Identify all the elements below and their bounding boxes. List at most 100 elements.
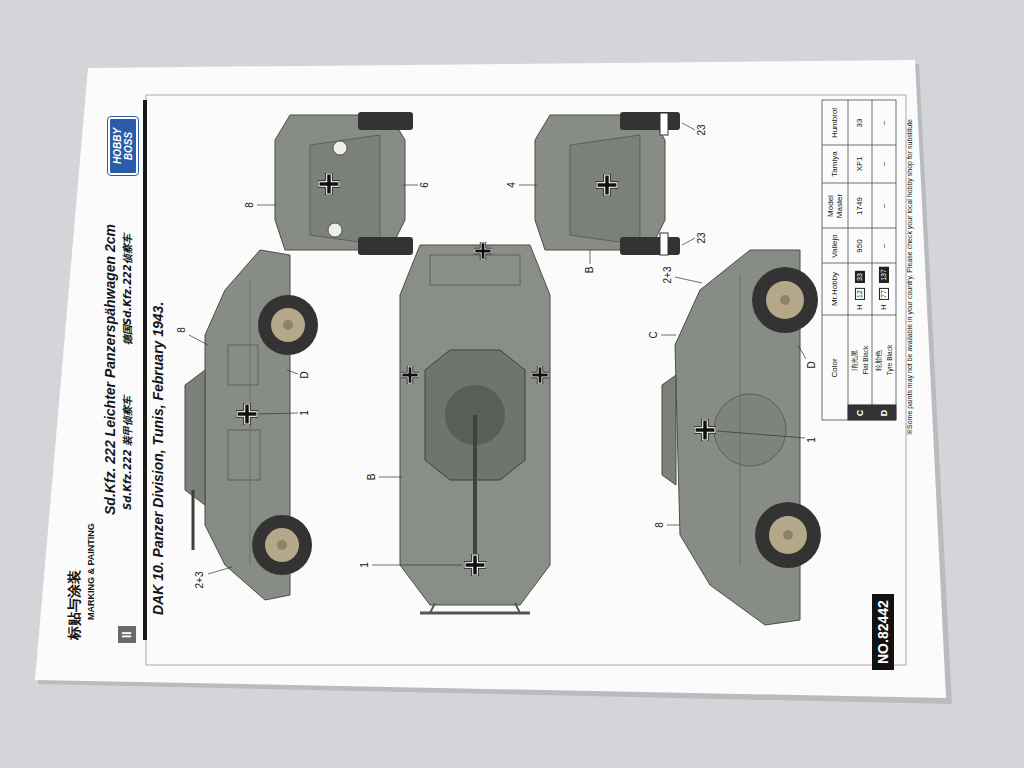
callout-number: 8 bbox=[244, 202, 256, 208]
subtitle: Sd.Kfz.222 装甲侦察车 bbox=[122, 396, 134, 510]
leader-line bbox=[519, 185, 537, 186]
table-header: Color bbox=[830, 358, 839, 377]
leader-line bbox=[208, 567, 232, 574]
end-view-front bbox=[358, 237, 413, 255]
end-view-rear bbox=[620, 112, 680, 130]
table-cell: 轮胎色 bbox=[875, 350, 883, 371]
table-cell: 137 bbox=[879, 267, 889, 283]
vehicle-illustrations bbox=[60, 85, 920, 675]
table-cell: H bbox=[879, 304, 888, 310]
paint-table bbox=[872, 405, 896, 420]
callout-number: 2+3 bbox=[662, 267, 674, 284]
paint-table bbox=[822, 183, 896, 184]
top-view bbox=[531, 366, 549, 384]
side-view-left bbox=[271, 308, 305, 342]
table-cell: – bbox=[879, 162, 888, 166]
top-view bbox=[401, 366, 419, 384]
callout-number: 23 bbox=[696, 232, 708, 243]
leader-line bbox=[372, 565, 462, 566]
side-view-left bbox=[236, 403, 258, 425]
kit-number-box: NO.82442 bbox=[872, 594, 894, 670]
side-view-left bbox=[252, 515, 312, 575]
table-cell: 12 bbox=[855, 288, 865, 300]
side-view-left bbox=[265, 528, 299, 562]
page-frame bbox=[143, 95, 906, 665]
paint-table bbox=[822, 315, 896, 316]
table-cell: 33 bbox=[855, 271, 865, 283]
instruction-sheet: Sd.Kfz. 222 Leichter Panzerspähwagen 2cm… bbox=[60, 85, 920, 675]
end-view-front bbox=[333, 141, 347, 155]
side-view-right bbox=[783, 530, 793, 540]
table-header: Humbrol bbox=[830, 108, 839, 138]
callout-number: 4 bbox=[506, 182, 518, 188]
leader-line bbox=[717, 431, 805, 438]
top-view bbox=[430, 603, 435, 613]
side-view-left bbox=[228, 345, 258, 385]
subtitle: 德国Sd.Kfz.222侦察车 bbox=[122, 234, 134, 345]
callout-number: 1 bbox=[299, 410, 311, 416]
table-cell: Flat Black bbox=[862, 346, 869, 375]
table-header: Tamiya bbox=[830, 151, 839, 176]
paint-table bbox=[822, 228, 896, 229]
callout-number: 6 bbox=[419, 182, 431, 188]
table-cell: H bbox=[855, 304, 864, 310]
table-cell: 33 bbox=[855, 119, 864, 128]
side-view-right bbox=[766, 281, 804, 319]
end-view-front bbox=[328, 223, 342, 237]
end-view-front bbox=[318, 173, 340, 195]
callout-number: 1 bbox=[359, 562, 371, 568]
box-text: II bbox=[120, 631, 134, 638]
callout-number: 1 bbox=[806, 437, 818, 443]
leader-line bbox=[379, 477, 402, 478]
callout-letter: C bbox=[648, 331, 660, 338]
end-view-rear bbox=[660, 113, 668, 135]
sheet-title: Sd.Kfz. 222 Leichter Panzerspähwagen 2cm bbox=[102, 224, 118, 515]
footnote: ※Some paints may not be available in you… bbox=[906, 119, 914, 435]
leader-line bbox=[798, 345, 806, 359]
end-view-rear bbox=[535, 115, 665, 250]
callout-letter: B bbox=[366, 474, 378, 481]
callout-letter: D bbox=[806, 361, 818, 368]
page-frame bbox=[143, 100, 147, 640]
side-view-left bbox=[185, 250, 318, 600]
table-cell: – bbox=[879, 121, 888, 125]
end-view-rear bbox=[660, 233, 668, 255]
top-view bbox=[420, 612, 530, 615]
table-cell: – bbox=[879, 244, 888, 248]
paint-table bbox=[848, 100, 849, 420]
side-view-left bbox=[283, 320, 293, 330]
table-header: Model Master bbox=[826, 186, 844, 226]
table-cell: XF1 bbox=[855, 157, 864, 172]
table-cell: Tyre Black bbox=[886, 345, 893, 375]
side-view-left bbox=[258, 295, 318, 355]
table-cell: 950 bbox=[855, 239, 864, 252]
top-view bbox=[400, 242, 550, 613]
callout-number: 8 bbox=[176, 327, 188, 333]
paint-table bbox=[872, 100, 873, 420]
top-view bbox=[473, 415, 477, 555]
side-view-right bbox=[780, 295, 790, 305]
table-header: Vallejo bbox=[830, 234, 839, 257]
leader-line bbox=[257, 205, 276, 206]
callout-number: 2+3 bbox=[194, 572, 206, 589]
end-view-front bbox=[310, 135, 380, 245]
leader-line bbox=[590, 250, 591, 264]
end-view-rear bbox=[535, 112, 680, 255]
box-text: NO.82442 bbox=[875, 600, 891, 664]
box-text: HOBBY BOSS bbox=[112, 128, 134, 164]
side-view-right bbox=[769, 516, 807, 554]
paint-table bbox=[848, 405, 872, 420]
leader-line bbox=[189, 123, 806, 574]
end-view-front bbox=[358, 112, 413, 130]
end-view-front bbox=[275, 115, 405, 250]
top-view bbox=[400, 245, 550, 605]
side-view-right bbox=[740, 275, 741, 565]
scheme-caption: DAK 10. Panzer Division, Tunis, February… bbox=[150, 302, 166, 615]
end-view-rear bbox=[620, 237, 680, 255]
section-heading: 标贴与涂装 bbox=[66, 570, 82, 640]
callout-letter: B bbox=[584, 267, 596, 274]
leader-line bbox=[682, 238, 695, 245]
paint-table bbox=[848, 405, 896, 406]
table-cell: 消光黑 bbox=[851, 350, 859, 371]
